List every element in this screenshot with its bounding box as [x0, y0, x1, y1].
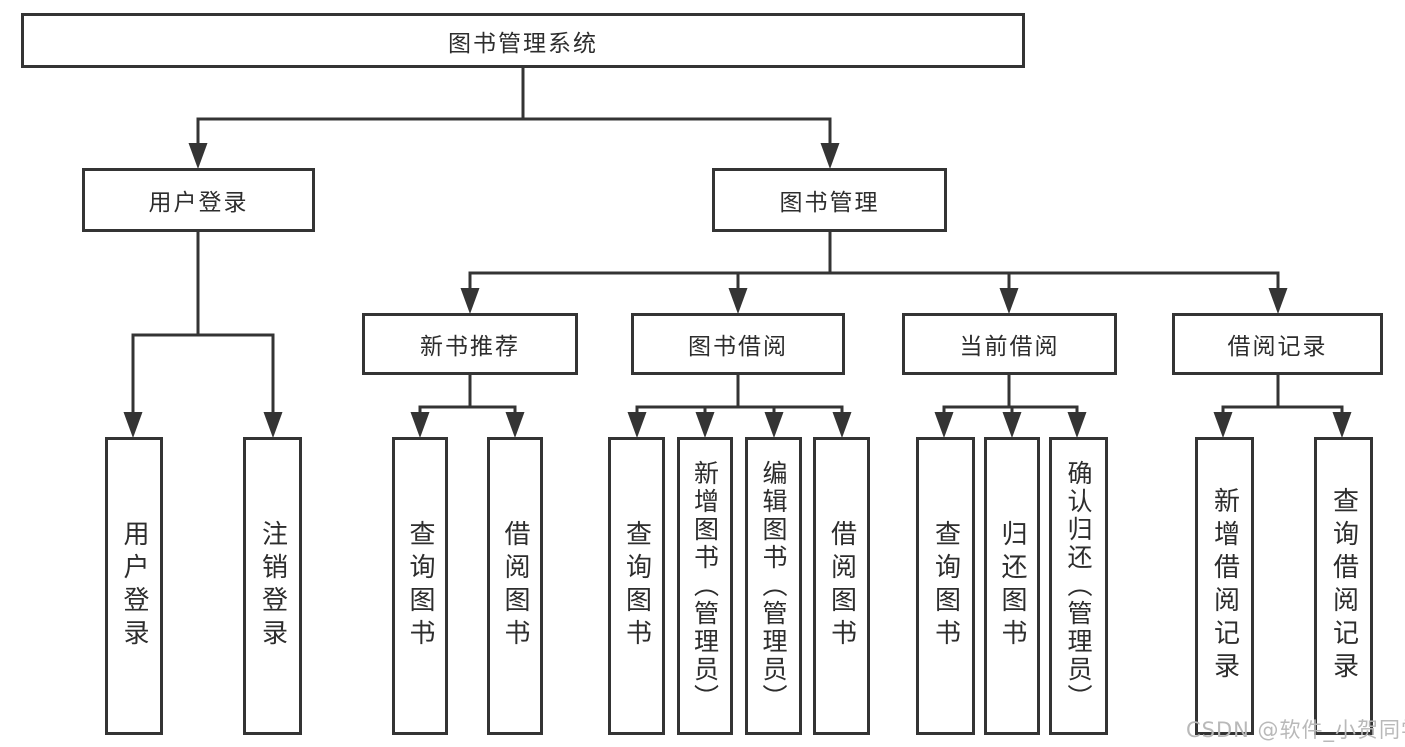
node-current-borrowing: 当前借阅	[902, 313, 1117, 375]
node-borrowing-records: 借阅记录	[1172, 313, 1383, 375]
node-borrow-books-recommend: 借阅图书	[487, 437, 543, 735]
node-book-borrowing: 图书借阅	[631, 313, 845, 375]
node-search-books-recommend: 查询图书	[392, 437, 448, 735]
node-add-book-admin: 新增图书（管理员）	[677, 437, 733, 735]
csdn-watermark: CSDN @软件_小贺同学	[1186, 718, 1405, 742]
node-logout: 注销登录	[243, 437, 302, 735]
node-book-management: 图书管理	[712, 168, 947, 232]
node-search-books-current: 查询图书	[916, 437, 975, 735]
node-return-books: 归还图书	[984, 437, 1040, 735]
node-confirm-return-admin: 确认归还（管理员）	[1049, 437, 1108, 735]
node-new-book-recommendation: 新书推荐	[362, 313, 578, 375]
arrowheads	[123, 143, 1352, 438]
node-search-books-borrowing: 查询图书	[608, 437, 665, 735]
node-add-borrow-record: 新增借阅记录	[1195, 437, 1254, 735]
node-user-login: 用户登录	[82, 168, 315, 232]
node-library-management-system: 图书管理系统	[21, 13, 1025, 68]
node-search-borrow-record: 查询借阅记录	[1314, 437, 1373, 735]
node-user-login-action: 用户登录	[105, 437, 163, 735]
node-borrow-books-action: 借阅图书	[813, 437, 870, 735]
node-edit-book-admin: 编辑图书（管理员）	[745, 437, 802, 735]
